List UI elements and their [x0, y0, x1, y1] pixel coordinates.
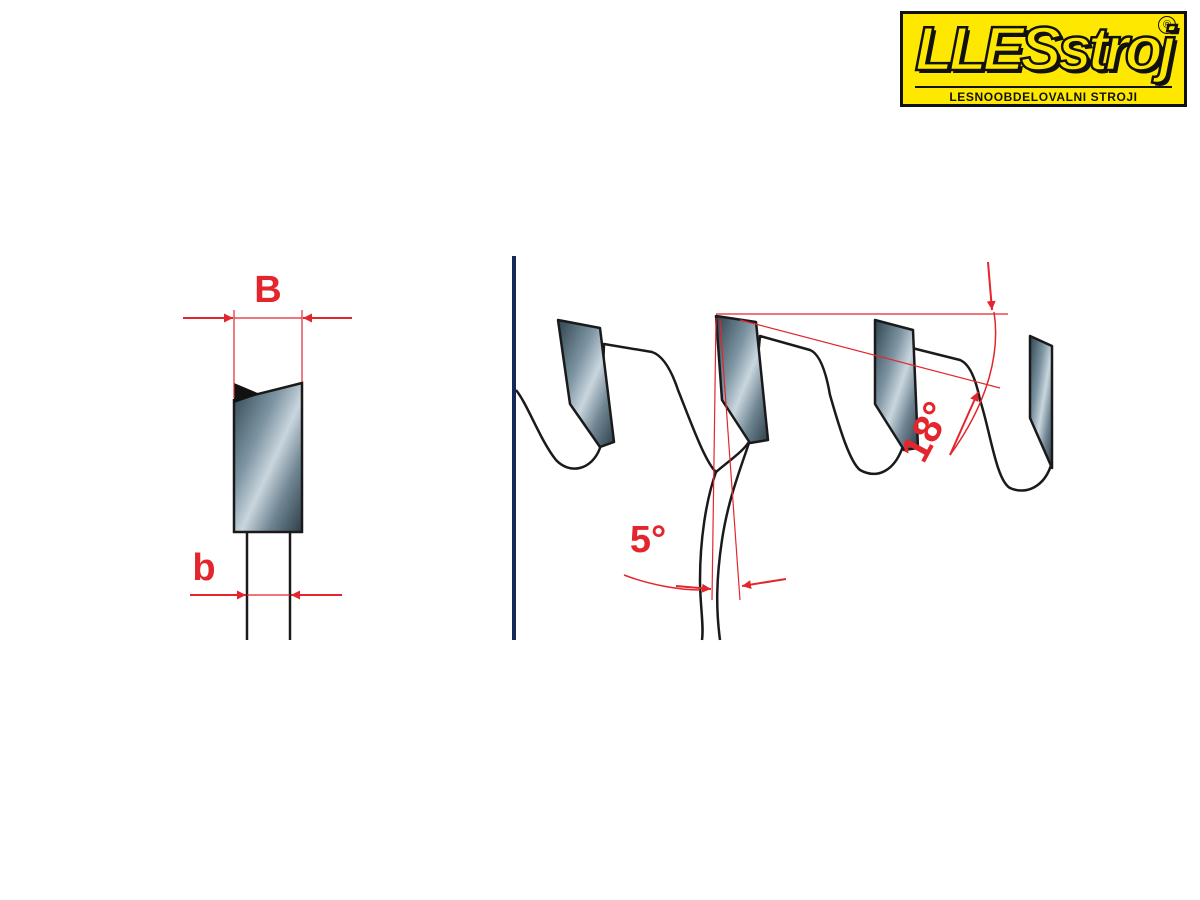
label-clearance-angle: 5°	[630, 519, 666, 561]
carbide-tooth	[714, 314, 770, 445]
blade-outline	[515, 334, 1054, 492]
hook-angle-arrow	[986, 261, 996, 311]
registered-mark: ®	[1158, 16, 1176, 34]
clearance-angle-arrow	[741, 578, 787, 590]
hook-angle-arrow	[949, 391, 979, 456]
blade-body-line	[715, 439, 752, 641]
label-kerf-width: B	[254, 269, 281, 311]
blade-body-line	[698, 471, 718, 641]
tooth-cross-section: B b	[183, 269, 352, 640]
reference-line	[719, 319, 741, 601]
logo-mark: LLESstroj	[914, 14, 1177, 86]
tip-bevel-marker	[234, 383, 260, 403]
reference-line	[711, 317, 717, 601]
logo-divider	[915, 86, 1172, 88]
brand-logo: LLESstroj ® LESNOOBDELOVALNI STROJI	[900, 11, 1187, 107]
hook-angle-arc	[949, 311, 997, 456]
logo-tagline: LESNOOBDELOVALNI STROJI	[949, 90, 1138, 104]
clearance-angle-arc	[623, 574, 701, 591]
carbide-tip-section	[232, 381, 304, 534]
tooth-side-view: 18° 5°	[515, 261, 1054, 641]
carbide-tooth	[556, 318, 616, 449]
clearance-angle-arrow	[675, 583, 712, 593]
label-plate-thickness: b	[192, 547, 215, 589]
carbide-tooth	[1028, 334, 1054, 470]
reference-line	[739, 319, 1001, 389]
carbide-tooth	[873, 318, 920, 452]
